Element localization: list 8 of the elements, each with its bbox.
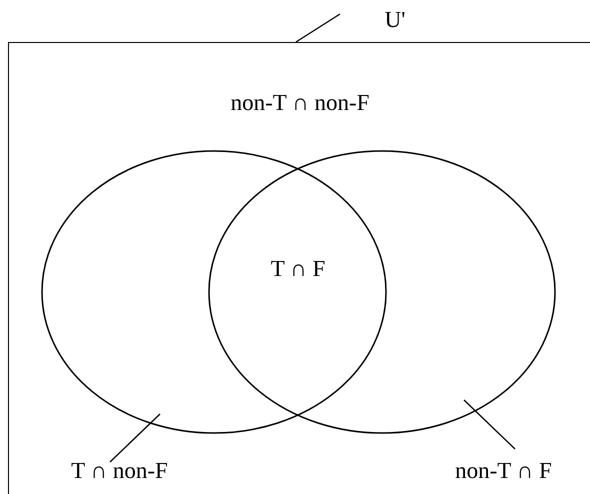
region-label: T ∩ F — [270, 256, 326, 280]
set-label: T ∩ non-F — [71, 458, 168, 482]
set-label: U' — [384, 8, 406, 30]
leader-line — [296, 13, 340, 43]
set-label: non-T ∩ F — [455, 458, 552, 482]
region-label: non-T ∩ non-F — [230, 90, 370, 114]
leader-line — [464, 400, 516, 450]
leader-line — [110, 414, 160, 462]
